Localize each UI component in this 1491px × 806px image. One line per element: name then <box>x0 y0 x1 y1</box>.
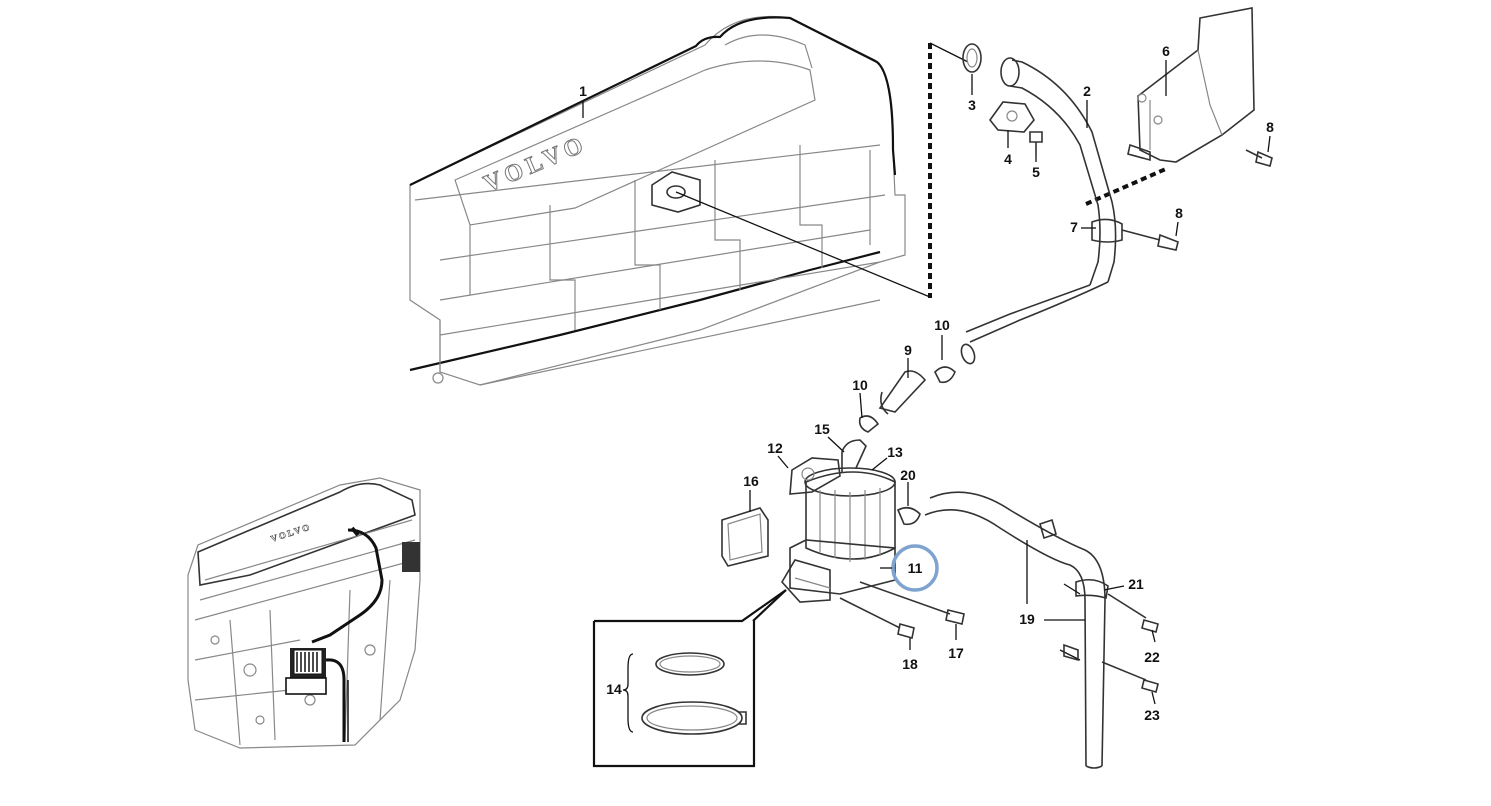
oil-separator <box>721 439 965 640</box>
callout-labels: 1 2 3 4 5 6 7 8 8 9 10 10 11 12 13 14 15… <box>579 43 1274 723</box>
bracket <box>1127 7 1273 167</box>
callout-12: 12 <box>767 440 783 456</box>
callout-9: 9 <box>904 342 912 358</box>
logo-text: VOLVO <box>480 131 591 198</box>
callout-8-upper: 8 <box>1266 119 1274 135</box>
callout-6: 6 <box>1162 43 1170 59</box>
callout-5: 5 <box>1032 164 1040 180</box>
pipe-clamp <box>1091 218 1179 251</box>
callout-20: 20 <box>900 467 916 483</box>
inset-logo-text: VOLVO <box>270 521 313 543</box>
callout-23: 23 <box>1144 707 1160 723</box>
callout-13: 13 <box>887 444 903 460</box>
callout-22: 22 <box>1144 649 1160 665</box>
callout-21: 21 <box>1128 576 1144 592</box>
callout-18: 18 <box>902 656 918 672</box>
valve-cover: VOLVO <box>409 15 906 386</box>
callout-8-lower: 8 <box>1175 205 1183 221</box>
dashed-connector-2 <box>1085 166 1169 206</box>
connecting-hose <box>858 281 1109 433</box>
callout-10-lower: 10 <box>852 377 868 393</box>
callout-14: 14 <box>606 681 622 697</box>
engine-overview-inset: VOLVO <box>187 477 421 749</box>
callout-11: 11 <box>908 560 923 576</box>
callout-10-upper: 10 <box>934 317 950 333</box>
callout-2: 2 <box>1083 83 1091 99</box>
callout-15: 15 <box>814 421 830 437</box>
callout-7: 7 <box>1070 219 1078 235</box>
callout-3: 3 <box>968 97 976 113</box>
callout-16: 16 <box>743 473 759 489</box>
callout-19: 19 <box>1019 611 1035 627</box>
breather-pipe <box>962 43 1117 286</box>
port-line <box>675 191 931 298</box>
detail-box <box>592 589 787 768</box>
selected-callout-highlight <box>891 544 939 592</box>
leader-lines <box>582 60 1271 705</box>
callout-1: 1 <box>579 83 587 99</box>
callout-17: 17 <box>948 645 964 661</box>
drain-hose <box>924 491 1159 769</box>
callout-4: 4 <box>1004 151 1012 167</box>
